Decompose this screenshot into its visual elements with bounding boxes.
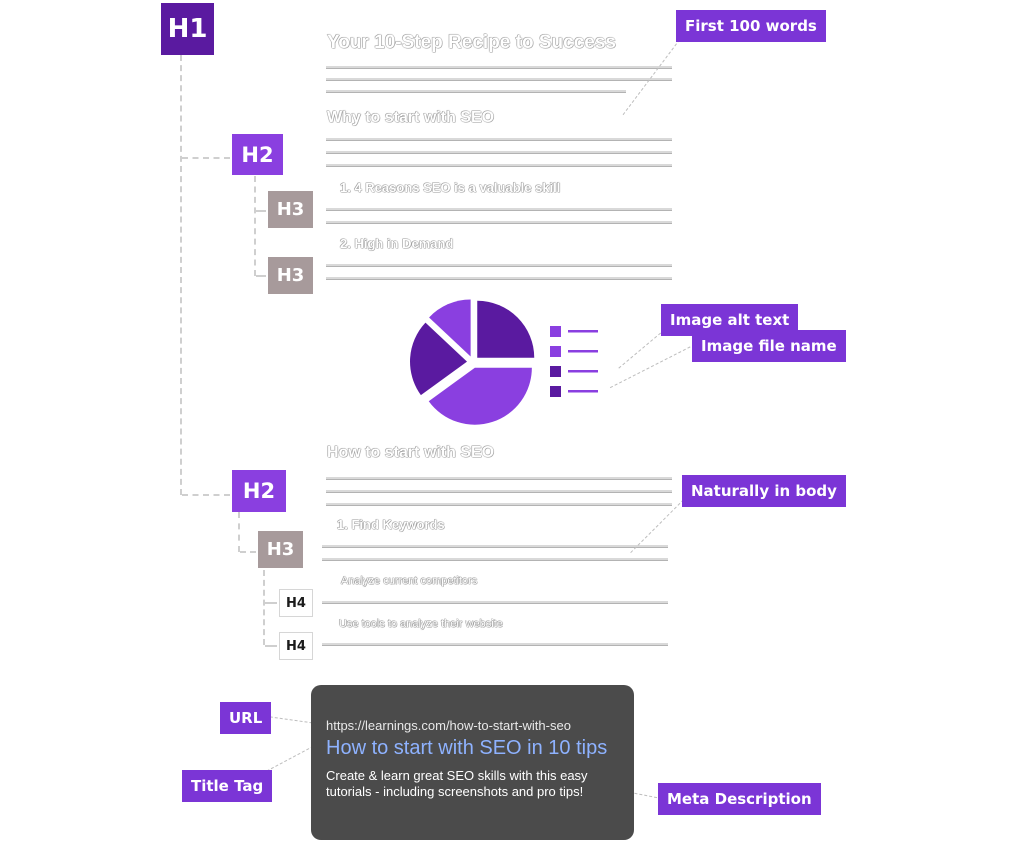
h3b-connector [263,570,265,645]
h2-connector-1 [182,157,230,159]
text-line [326,277,672,279]
h1-badge: H1 [161,3,214,55]
text-line [326,138,672,140]
legend-swatch-4 [550,386,561,397]
text-line [326,90,626,92]
text-line [326,503,672,505]
h3-badge-3: H3 [258,531,303,568]
text-line [322,601,668,603]
text-line [322,545,668,547]
tag-url: URL [220,702,272,734]
text-line [326,490,672,492]
h4-badge-2: H4 [279,632,313,660]
text-line [322,643,668,645]
legend-line-4 [568,390,598,393]
section1-heading: Why to start with SEO [327,109,495,126]
h2-badge-1: H2 [232,134,283,175]
tag-image-file: Image file name [692,330,846,362]
pie-slice-2 [428,367,532,425]
text-line [326,66,672,68]
h3-connector-2 [256,275,266,277]
text-line [322,558,668,560]
legend-swatch-3 [550,366,561,377]
text-line [326,264,672,266]
h2-connector-2 [182,494,230,496]
h1-connector [180,55,182,495]
tag-first-words: First 100 words [676,10,826,42]
pie-slice-4 [429,299,471,357]
h3-connector-3 [240,551,256,553]
text-line [326,477,672,479]
text-line [326,151,672,153]
snippet-description: Create & learn great SEO skills with thi… [326,768,588,799]
pie-slice-3 [410,322,468,396]
text-line [326,164,672,166]
snippet-title[interactable]: How to start with SEO in 10 tips [326,737,608,759]
h2-badge-2: H2 [232,470,286,512]
section2-sub1: 1. Find Keywords [337,517,445,532]
text-line [326,78,672,80]
h2b-connector [238,512,240,552]
text-line [326,221,672,223]
pointer-image-file [609,344,695,389]
snippet-url[interactable]: https://learnings.com/how-to-start-with-… [326,718,571,733]
h4-badge-1: H4 [279,589,313,617]
section1-sub1: 1. 4 Reasons SEO is a valuable skill [340,180,561,195]
tag-title-tag: Title Tag [182,770,273,802]
legend-swatch-2 [550,346,561,357]
tag-meta: Meta Description [658,783,821,815]
search-snippet: https://learnings.com/how-to-start-with-… [311,685,634,840]
h2a-connector [254,176,256,276]
h3-connector-1 [256,210,266,212]
legend-line-2 [568,350,598,353]
section2-heading: How to start with SEO [327,444,495,461]
legend-swatch-1 [550,326,561,337]
h3-badge-2: H3 [268,257,313,294]
article-title: Your 10-Step Recipe to Success [327,32,616,53]
legend-line-1 [568,330,598,333]
section2-item1: Analyze current competitors [341,575,478,587]
tag-naturally: Naturally in body [682,475,846,507]
section1-sub2: 2. High in Demand [340,236,454,251]
h4-connector-1 [265,602,277,604]
legend-line-3 [568,370,598,373]
pie-slice-1 [477,300,535,358]
pie-chart [410,299,598,425]
h3-badge-1: H3 [268,191,313,228]
section2-item2: Use tools to analyze their website [339,618,503,630]
h4-connector-2 [265,645,277,647]
text-line [326,208,672,210]
